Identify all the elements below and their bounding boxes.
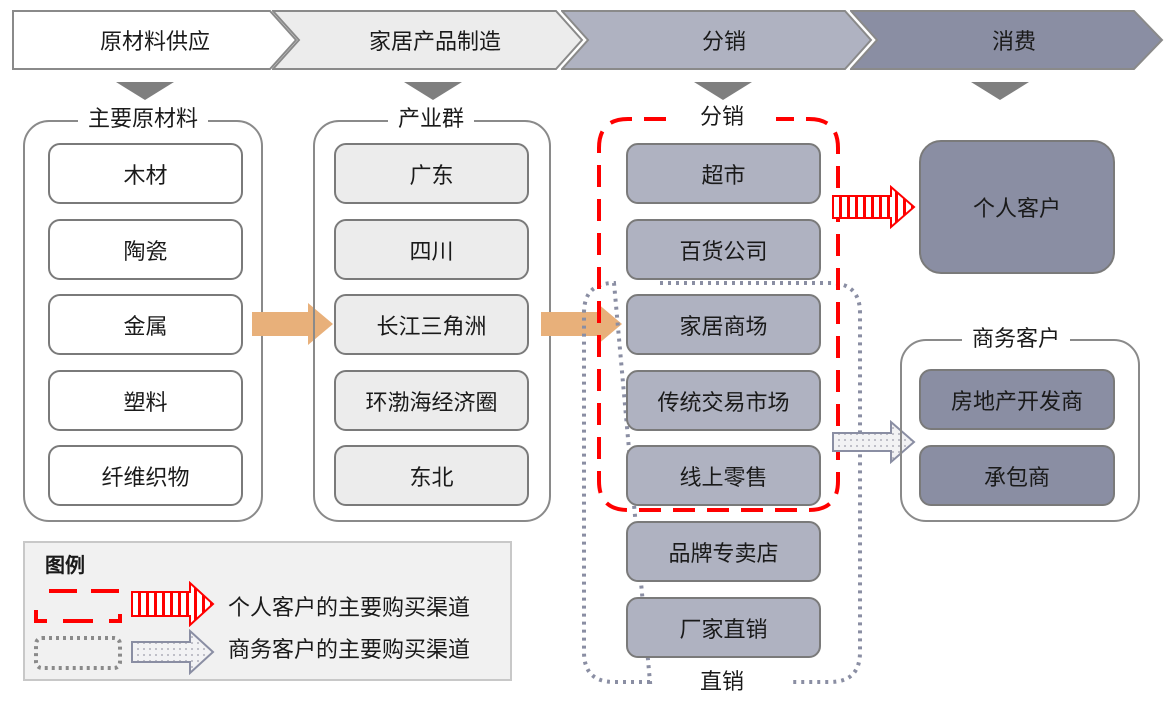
down-arrow-icon: [116, 82, 174, 100]
grey-dotted-arrow-icon: [131, 629, 215, 675]
stage-manufacturing: 家居产品制造: [272, 10, 584, 70]
raw-materials-title: 主要原材料: [77, 107, 209, 133]
stage-label: 消费: [991, 30, 1036, 55]
down-arrow-icon: [404, 82, 462, 100]
distribution-title: 分销: [689, 105, 755, 131]
stage-label: 家居产品制造: [368, 30, 501, 55]
legend-label-individual: 个人客户的主要购买渠道: [228, 596, 471, 621]
legend: 图例 个人客户的主要购买渠道 商务客户的主要购买渠道: [23, 541, 512, 681]
raw-material-item: 木材: [48, 143, 243, 204]
business-channel-arrow-icon: [832, 420, 916, 464]
business-customer-item: 房地产开发商: [919, 369, 1115, 430]
grey-dotted-box-icon: [34, 636, 122, 670]
business-customer-item: 承包商: [919, 445, 1115, 506]
channel-item: 厂家直销: [626, 597, 821, 658]
raw-material-item: 塑料: [48, 370, 243, 431]
raw-material-item: 纤维织物: [48, 445, 243, 506]
chevron-shape: [561, 10, 873, 70]
individual-channel-arrow-icon: [832, 185, 916, 229]
stage-distribution: 分销: [561, 10, 873, 70]
cluster-item: 广东: [334, 143, 529, 204]
raw-material-item: 金属: [48, 294, 243, 355]
channel-item: 家居商场: [626, 294, 821, 355]
direct-sales-boundary: [582, 280, 862, 684]
chevron-shape: [272, 10, 584, 70]
stage-consumption: 消费: [850, 10, 1164, 70]
channel-item: 传统交易市场: [626, 370, 821, 431]
cluster-item: 东北: [334, 445, 529, 506]
channel-item: 线上零售: [626, 445, 821, 506]
channel-item: 品牌专卖店: [626, 521, 821, 582]
raw-material-item: 陶瓷: [48, 219, 243, 280]
stage-label: 原材料供应: [99, 30, 210, 55]
cluster-item: 长江三角洲: [334, 294, 529, 355]
individual-channel-boundary: [597, 117, 840, 512]
legend-label-business: 商务客户的主要购买渠道: [228, 638, 471, 663]
channel-item: 超市: [626, 143, 821, 204]
red-striped-arrow-icon: [131, 581, 215, 627]
cluster-item: 环渤海经济圈: [334, 370, 529, 431]
chevron-shape: [850, 10, 1164, 70]
stage-label: 分销: [701, 30, 746, 55]
down-arrow-icon: [971, 82, 1029, 100]
chevron-shape: [12, 10, 298, 70]
red-dashed-box-icon: [34, 589, 122, 623]
flow-arrow-icon: [541, 303, 622, 345]
legend-title: 图例: [45, 553, 85, 577]
channel-item: 百货公司: [626, 219, 821, 280]
business-customers-title: 商务客户: [961, 327, 1071, 353]
industry-clusters-title: 产业群: [387, 107, 475, 133]
individual-customer-box: 个人客户: [919, 140, 1115, 274]
stage-raw-material: 原材料供应: [12, 10, 298, 70]
flow-arrow-icon: [252, 303, 333, 345]
cluster-item: 四川: [334, 219, 529, 280]
direct-sales-title: 直销: [699, 670, 745, 695]
down-arrow-icon: [694, 82, 752, 100]
